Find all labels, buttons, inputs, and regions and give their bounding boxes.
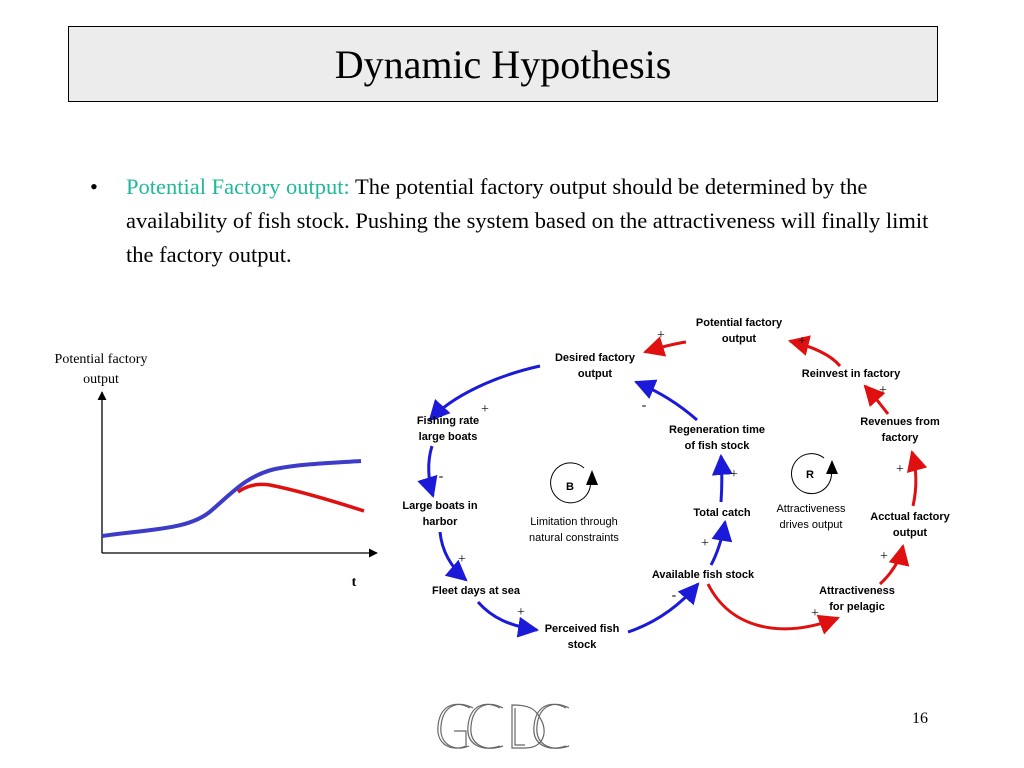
bullet-highlight: Potential Factory output: [126, 174, 350, 199]
bullet-body: Potential Factory output: The potential … [126, 170, 940, 272]
node-available-fish-stock: Available fish stock [652, 569, 755, 581]
reinforcing-loop-note-line1: Attractiveness [776, 503, 846, 515]
sign-fishing-to-harbor: - [439, 469, 444, 484]
sign-attract-to-actual: + [880, 549, 888, 564]
sign-catch-to-regen: + [730, 467, 738, 482]
balancing-loop-arrowhead [586, 470, 598, 485]
reference-curve [101, 459, 362, 538]
link-actual-to-revenues [906, 449, 928, 507]
sign-dfo-to-fishing: + [481, 402, 489, 417]
graph-x-label: t [352, 575, 357, 590]
link-stock-to-catch [709, 519, 733, 566]
reinforcing-loop-symbol: R [806, 469, 814, 481]
reinforcing-loop-note-line2: drives output [780, 519, 843, 531]
bullet-text: The potential factory output should be d… [126, 174, 929, 267]
link-pfo-to-dfo [642, 336, 687, 357]
node-actual-factory-output-line1: Acctual factory [870, 511, 950, 523]
slide-title: Dynamic Hypothesis [334, 41, 672, 87]
link-regen-to-dfo [634, 379, 698, 422]
node-fishing-rate-line2: large boats [419, 431, 478, 443]
node-desired-factory-output-line2: output [578, 368, 613, 380]
gcdc-logo [437, 703, 570, 749]
link-perceived-to-stock [627, 582, 700, 634]
actual-curve [236, 482, 365, 513]
node-perceived-fish-stock-line2: stock [568, 639, 598, 651]
node-fleet-days-at-sea: Fleet days at sea [432, 585, 521, 597]
node-attractiveness-line1: Attractiveness [819, 585, 895, 597]
balancing-loop-symbol: B [566, 481, 574, 493]
node-revenues-from-factory-line2: factory [882, 432, 920, 444]
sign-revenues-to-reinvest: + [879, 383, 887, 398]
link-harbor-to-fleet [438, 531, 468, 582]
node-regeneration-time-line2: of fish stock [685, 440, 751, 452]
sign-perceived-to-stock: - [672, 588, 677, 603]
balancing-loop-marker: B [550, 462, 598, 504]
graph-y-label-line1: Potential factory [55, 352, 148, 367]
balancing-loop-note-line1: Limitation through [530, 516, 617, 528]
reinforcing-loop-marker: R [791, 453, 838, 495]
sign-reinvest-to-pfo: + [798, 334, 806, 349]
link-reinvest-to-pfo [787, 335, 842, 368]
reinforcing-loop-circle [791, 453, 832, 495]
link-fishing-to-harbor [417, 445, 438, 499]
sign-fleet-to-perceived: + [517, 605, 525, 620]
sign-harbor-to-fleet: + [458, 552, 466, 567]
sign-stock-to-catch: + [701, 536, 709, 551]
link-revenues-to-reinvest [863, 384, 890, 415]
link-attract-to-actual [878, 543, 910, 586]
node-regeneration-time-line1: Regeneration time [669, 424, 765, 436]
sign-actual-to-revenues: + [896, 462, 904, 477]
bullet-point: • Potential Factory output: The potentia… [90, 170, 940, 272]
node-attractiveness-line2: for pelagic [829, 601, 885, 613]
reinforcing-loop-arrowhead [826, 460, 838, 474]
node-desired-factory-output-line1: Desired factory [555, 352, 636, 364]
node-large-boats-line2: harbor [423, 516, 459, 528]
node-reinvest-in-factory: Reinvest in factory [802, 368, 901, 380]
graph-y-label-line2: output [83, 372, 119, 387]
node-actual-factory-output-line2: output [893, 527, 928, 539]
link-dfo-to-fishing [428, 364, 541, 422]
link-catch-to-regen [711, 453, 733, 503]
node-total-catch: Total catch [693, 507, 751, 519]
behavior-graph: Potential factory output t [55, 352, 378, 590]
link-stock-to-attract [706, 583, 840, 635]
bullet-marker: • [90, 174, 98, 199]
sign-regen-to-dfo: - [642, 398, 647, 413]
node-revenues-from-factory-line1: Revenues from [860, 416, 940, 428]
balancing-loop-note-line2: natural constraints [529, 532, 619, 544]
node-fishing-rate-line1: Fishing rate [417, 415, 479, 427]
sign-pfo-to-dfo: + [657, 328, 665, 343]
node-perceived-fish-stock-line1: Perceived fish [545, 623, 620, 635]
node-potential-factory-output-line2: output [722, 333, 757, 345]
title-box: Dynamic Hypothesis [68, 26, 938, 102]
balancing-loop-circle [550, 462, 592, 504]
causal-loop-diagram: Potential factory output Desired factory… [402, 317, 950, 651]
link-fleet-to-perceived [476, 601, 540, 638]
node-potential-factory-output-line1: Potential factory [696, 317, 783, 329]
sign-stock-to-attract: + [811, 606, 819, 621]
node-large-boats-line1: Large boats in [402, 500, 477, 512]
page-number: 16 [912, 710, 928, 727]
